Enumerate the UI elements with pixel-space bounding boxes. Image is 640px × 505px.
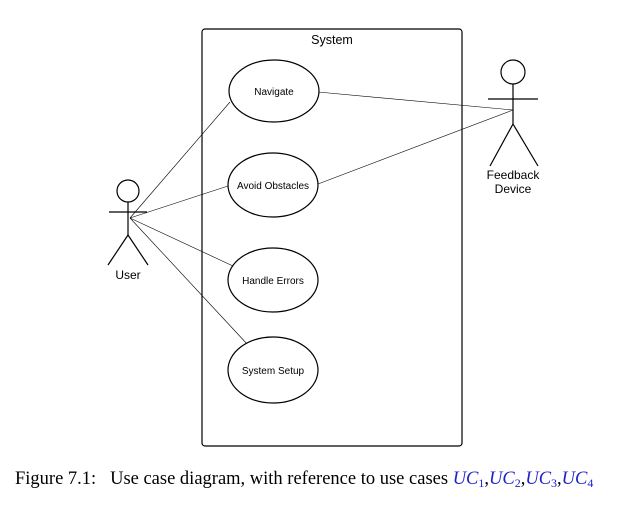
actor-feedback-device — [488, 59, 539, 167]
use-case-handle-errors — [227, 247, 319, 313]
use-case-navigate — [228, 59, 320, 123]
actor-feedback-device-label-line2: Device — [495, 182, 532, 196]
system-label: System — [311, 33, 353, 47]
use-case-diagram: System Navigate Avoid Obstacles Handle E… — [107, 28, 541, 447]
caption-ref-uc4[interactable]: UC4 — [561, 469, 594, 490]
association-navigate-feedback — [317, 91, 514, 111]
caption-text: Use case diagram, with reference to use … — [110, 469, 449, 489]
figure-caption: Figure 7.1: Use case diagram, with refer… — [15, 469, 640, 490]
association-avoid-obstacles-feedback — [317, 109, 514, 185]
association-user-navigate — [129, 101, 231, 219]
caption-ref-uc1[interactable]: UC1 — [452, 469, 485, 490]
use-case-avoid-obstacles-label: Avoid Obstacles — [237, 181, 309, 192]
actor-feedback-device-label-line1: Feedback — [487, 168, 541, 182]
caption-figure-number: Figure 7.1: — [15, 469, 97, 489]
association-user-handle-errors — [129, 217, 234, 267]
use-case-system-setup — [227, 336, 319, 404]
association-user-avoid-obstacles — [129, 184, 232, 219]
actor-user-label: User — [115, 268, 140, 282]
use-case-system-setup-label: System Setup — [242, 366, 305, 377]
caption-separator: , — [557, 469, 562, 489]
actor-user — [107, 179, 149, 266]
caption-ref-uc3[interactable]: UC3 — [525, 469, 558, 490]
use-case-navigate-label: Navigate — [254, 87, 294, 98]
system-boundary — [201, 28, 463, 447]
actor-feedback-device-head — [500, 59, 526, 85]
caption-ref-uc2[interactable]: UC2 — [489, 469, 521, 490]
caption-separator: , — [484, 469, 490, 489]
association-user-system-setup — [129, 217, 249, 346]
use-case-avoid-obstacles — [227, 152, 319, 218]
use-case-handle-errors-label: Handle Errors — [242, 276, 304, 287]
actor-user-head — [116, 179, 140, 203]
caption-separator: , — [520, 469, 526, 489]
